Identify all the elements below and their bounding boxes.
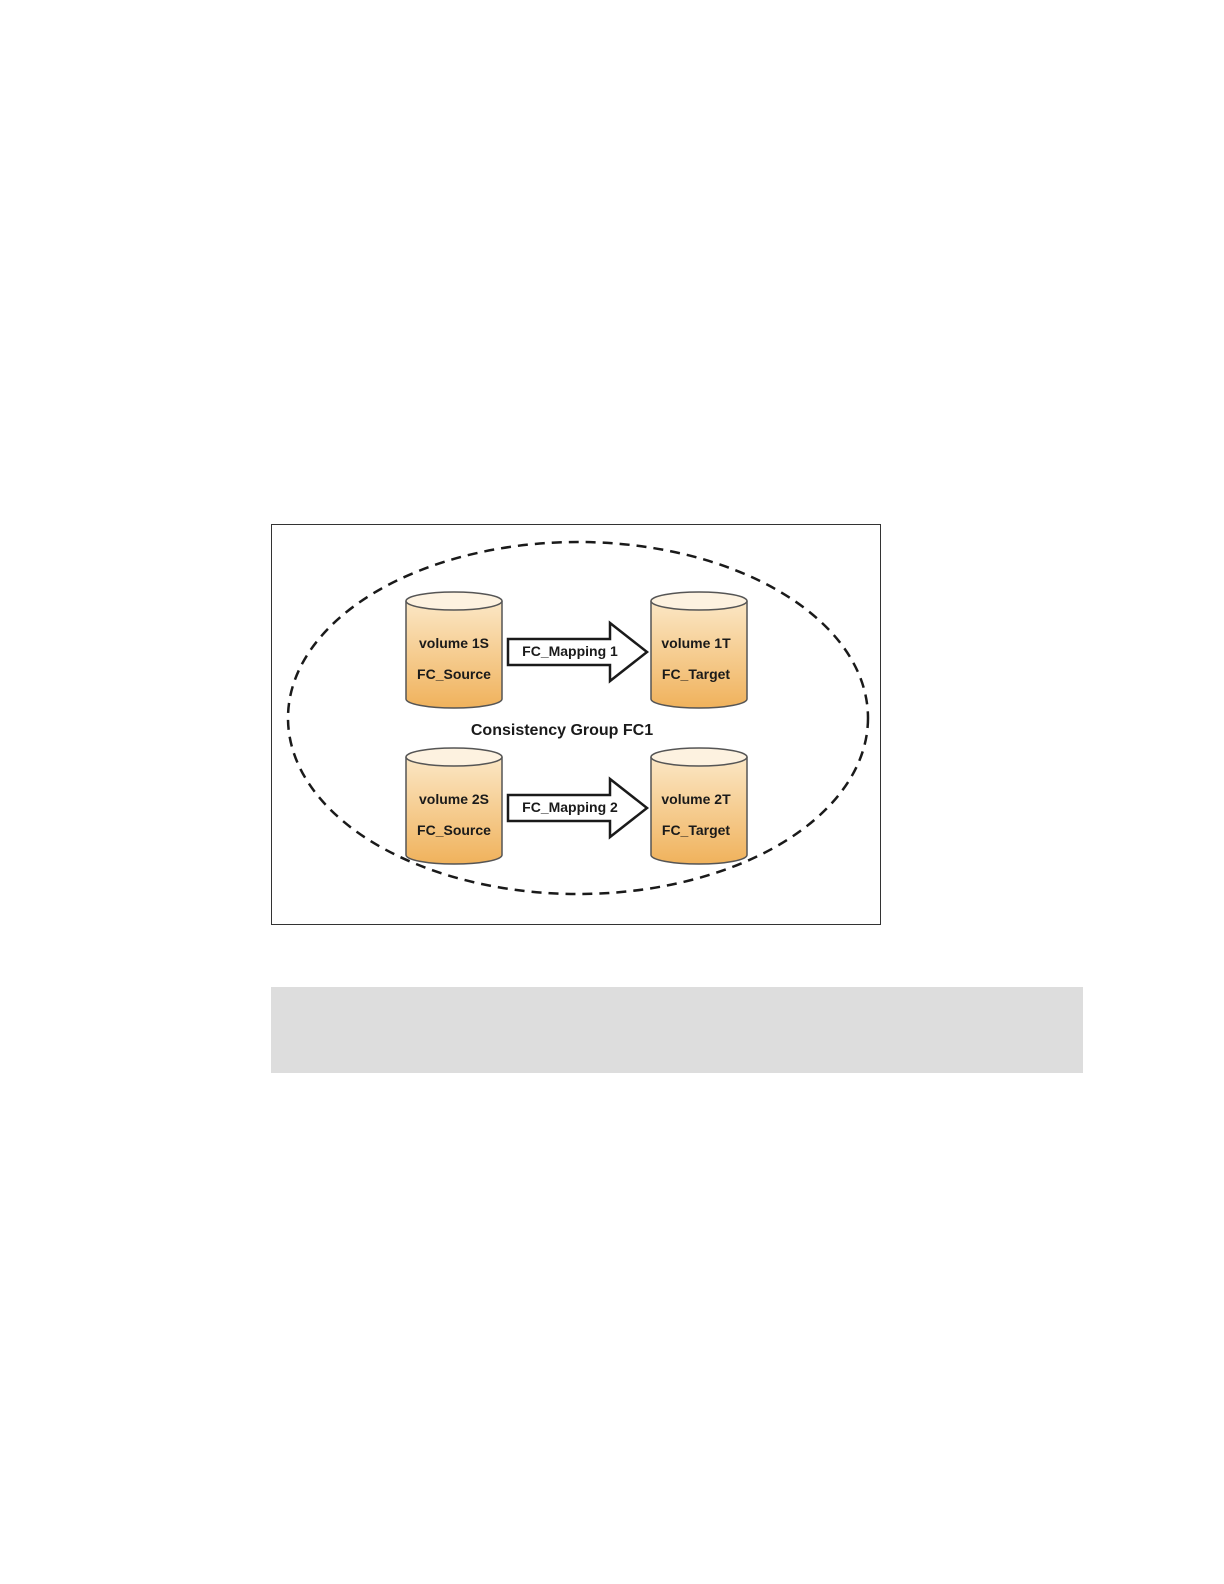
source-volume-1-role: FC_Source	[417, 666, 491, 682]
target-volume-1-cylinder: volume 1T FC_Target	[651, 592, 747, 708]
source-volume-2-name: volume 2S	[419, 791, 489, 807]
target-volume-2-cylinder: volume 2T FC_Target	[651, 748, 747, 864]
consistency-group-boundary	[288, 542, 868, 894]
mapping-1-arrow: FC_Mapping 1	[508, 623, 647, 681]
mapping-2-label: FC_Mapping 2	[522, 799, 618, 815]
source-volume-2-cylinder: volume 2S FC_Source	[406, 748, 502, 864]
target-volume-1-name: volume 1T	[661, 635, 731, 651]
note-bar	[271, 987, 1083, 1073]
source-volume-2-role: FC_Source	[417, 822, 491, 838]
target-volume-2-name: volume 2T	[661, 791, 731, 807]
target-volume-2-role: FC_Target	[662, 822, 731, 838]
source-volume-1-name: volume 1S	[419, 635, 489, 651]
figure-frame: volume 1S FC_Source FC_Mapping 1 volume …	[271, 524, 881, 925]
consistency-group-label: Consistency Group FC1	[471, 722, 653, 739]
consistency-group-diagram: volume 1S FC_Source FC_Mapping 1 volume …	[272, 525, 880, 924]
source-volume-1-cylinder: volume 1S FC_Source	[406, 592, 502, 708]
mapping-2-arrow: FC_Mapping 2	[508, 779, 647, 837]
mapping-1-label: FC_Mapping 1	[522, 643, 618, 659]
target-volume-1-role: FC_Target	[662, 666, 731, 682]
